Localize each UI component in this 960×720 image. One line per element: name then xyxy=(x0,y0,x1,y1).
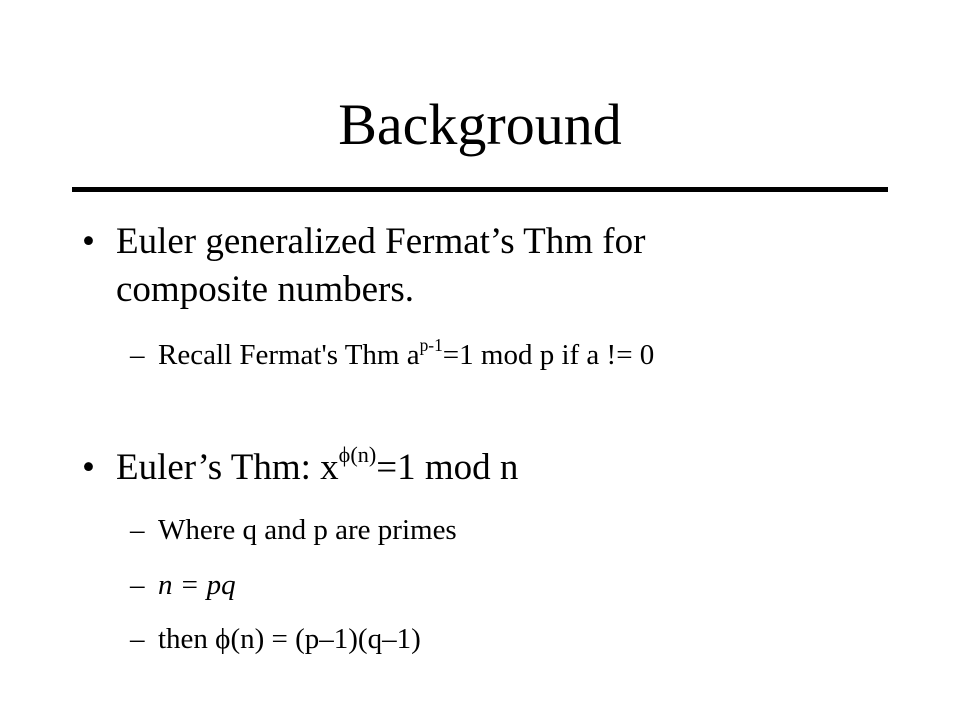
dash-glyph: – xyxy=(130,569,145,601)
sub-item-fermat-recall: –Recall Fermat's Thm ap-1=1 mod p if a !… xyxy=(130,336,654,374)
dash-glyph: – xyxy=(130,339,145,371)
euler-text-pre: Euler’s Thm: x xyxy=(116,447,339,488)
fermat-text-pre: Recall Fermat's Thm a xyxy=(158,339,420,371)
slide-title: Background xyxy=(338,92,622,157)
sub-item-phi-formula: –then ϕ(n) = (p–1)(q–1) xyxy=(130,620,421,658)
euler-thm-line: Euler’s Thm: xϕ(n)=1 mod n xyxy=(116,444,518,492)
dash-glyph: – xyxy=(130,514,145,546)
fermat-text-post: =1 mod p if a != 0 xyxy=(442,339,655,371)
sub-item-n-equals-pq: –n = pq xyxy=(130,566,236,604)
fermat-exponent: p-1 xyxy=(419,334,443,355)
euler-exponent: ϕ(n) xyxy=(338,442,377,468)
bullet-glyph: • xyxy=(82,447,95,488)
sub-item-text: then ϕ(n) = (p–1)(q–1) xyxy=(158,623,421,655)
sub-item-text: Where q and p are primes xyxy=(158,514,457,546)
bullet-line-2: composite numbers. xyxy=(116,269,415,310)
bullet-glyph: • xyxy=(82,221,95,262)
title-underline xyxy=(72,187,888,192)
sub-item-text: n = pq xyxy=(158,569,236,601)
euler-text-post: =1 mod n xyxy=(376,447,519,488)
sub-item-primes: –Where q and p are primes xyxy=(130,511,457,549)
dash-glyph: – xyxy=(130,623,145,655)
bullet-line-1: Euler generalized Fermat’s Thm for xyxy=(116,221,646,262)
